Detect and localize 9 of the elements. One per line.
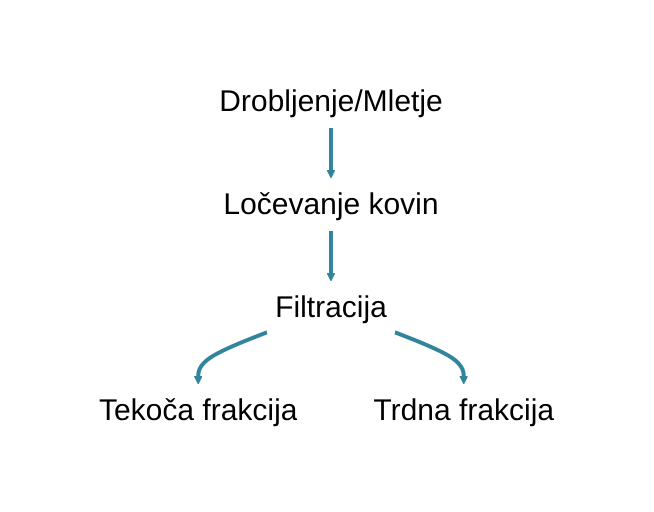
node-text: Drobljenje/Mletje xyxy=(220,85,444,118)
arrow xyxy=(194,330,268,384)
arrow xyxy=(327,231,336,282)
node-text: Ločevanje kovin xyxy=(224,188,440,221)
node-text: Tekoča frakcija xyxy=(99,394,298,427)
arrow xyxy=(394,330,469,384)
node-text: Trdna frakcija xyxy=(374,394,555,427)
arrow xyxy=(327,128,336,178)
node-text: Filtracija xyxy=(276,291,388,324)
